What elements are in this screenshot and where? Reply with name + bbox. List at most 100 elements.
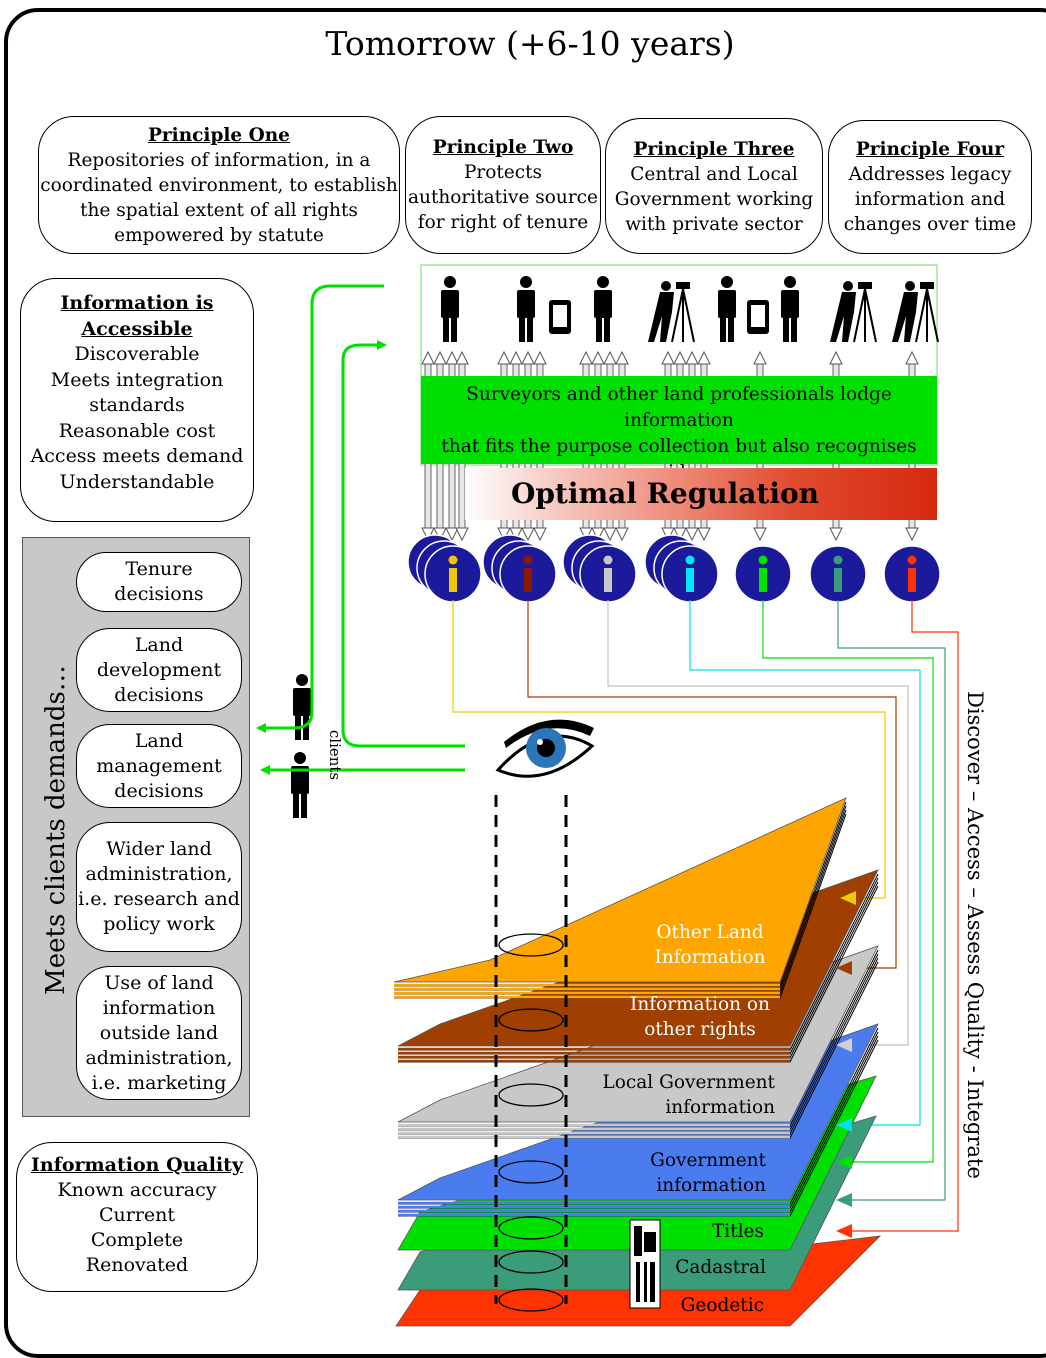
demand-line: policy work [103,913,215,935]
demand-line: Use of land [104,971,214,994]
optimal-regulation-label: Optimal Regulation [510,477,820,510]
professional-figure [594,276,612,342]
info-icon [883,545,941,603]
demand-line: Wider land [106,838,212,860]
professional-figure [718,276,736,342]
lodgement-line: Surveyors and other land professionals l… [466,384,892,431]
quality-heading: Information Quality [31,1154,243,1176]
layer-label-line: Local Government [602,1072,775,1093]
mobile-device-icon [747,300,769,334]
demand-line: development [96,658,222,681]
accessible-item: Access meets demand [30,445,244,467]
accessible-item: Understandable [59,470,215,493]
layer-arrowheads [836,891,856,1238]
accessible-heading: Accessible [81,317,193,340]
layer-label-line: other rights [644,1019,756,1040]
diagram-title: Tomorrow (+6-10 years) [325,24,735,63]
layer-label-line: Information on [630,994,770,1015]
professional-figure [781,276,799,342]
principle-two-line: authoritative source [408,187,598,208]
principle-one-line: the spatial extent of all rights [80,200,358,221]
demand-wider-land-admin: Wider land administration, i.e. research… [76,822,242,952]
info-icon [734,545,792,603]
layer-label-other-rights: Information on other rights [620,992,780,1042]
optimal-regulation-bar: Optimal Regulation [465,468,937,520]
demand-line: outside land [99,1021,219,1044]
accessible-heading: Information is [60,292,214,314]
principle-four-heading: Principle Four [855,139,1005,160]
layer-label-line: Geodetic [680,1295,764,1316]
accessible-box: Information is Accessible Discoverable M… [20,278,254,522]
layer-label-line: Cadastral [675,1257,766,1278]
principle-four-line: information and [854,189,1006,210]
layer-label-line: information [656,1175,766,1196]
quality-item: Complete [90,1229,184,1251]
document-scan-icon [629,1219,661,1309]
demand-line: information [102,996,216,1019]
principle-one-line: coordinated environment, to establish [40,175,398,196]
accessible-item: Reasonable cost [58,419,216,442]
demand-line: administration, [85,863,233,885]
layer-label-titles: Titles [700,1219,764,1244]
layer-label-cadastral: Cadastral [670,1255,766,1280]
connector-lines [452,600,959,1232]
accessible-item: standards [89,394,185,416]
eye-icon [495,719,595,778]
principle-one-heading: Principle One [148,125,290,146]
layer-label-line: Government [650,1150,766,1171]
info-icon [644,534,719,603]
demand-land-development: Land development decisions [76,628,242,712]
info-icon [809,545,867,603]
info-icon [407,534,482,603]
quality-item: Known accuracy [57,1179,217,1201]
discover-access-label: Discover – Access – Assess Quality - Int… [963,691,987,1179]
principle-three-line: Government working [614,189,814,210]
surveyor-figure [829,280,877,343]
accessible-item: Discoverable [74,343,200,365]
principle-two-line: for right of tenure [417,212,589,233]
layer-label-geodetic: Geodetic [670,1293,764,1318]
principle-two-box: Principle Two Protects authoritative sou… [405,116,601,254]
demand-line: Land [134,729,184,752]
demand-line: Tenure [125,558,193,580]
principle-one-line: empowered by statute [114,225,324,246]
principle-two-line: Protects [463,162,543,183]
surveyor-figure [647,280,695,343]
principle-two-heading: Principle Two [432,137,574,158]
principle-four-box: Principle Four Addresses legacy informat… [828,120,1032,254]
mobile-device-icon [549,300,571,334]
professional-figure [517,276,535,342]
info-icon [482,534,557,603]
layer-label-other-land: Other Land Information [640,920,780,970]
quality-item: Current [98,1204,176,1226]
layer-other-land [393,797,847,999]
demand-land-management: Land management decisions [76,724,242,808]
surveyor-figure [891,280,939,343]
information-cylinder [494,795,568,1312]
accessible-item: Meets integration [50,368,224,391]
demand-line: i.e. marketing [91,1071,227,1094]
layer-label-line: Titles [711,1221,764,1242]
info-icons [407,534,941,603]
demand-line: decisions [114,683,204,706]
clients-label: clients [326,729,344,781]
demand-line: Land [134,633,184,656]
demand-line: decisions [114,583,204,605]
client-figure [291,752,309,818]
layer-label-line: Other Land [656,922,764,943]
professional-figure [441,276,459,342]
lodgement-band: Surveyors and other land professionals l… [421,376,937,509]
principle-three-heading: Principle Three [633,139,795,160]
demand-tenure: Tenure decisions [76,552,242,612]
demand-line: decisions [114,779,204,802]
principle-one-line: Repositories of information, in a [67,150,371,171]
demand-line: management [96,754,222,777]
principle-four-line: changes over time [843,214,1017,235]
layer-label-line: Information [654,947,766,968]
demand-use-outside: Use of land information outside land adm… [76,966,242,1100]
principle-one-box: Principle One Repositories of informatio… [38,116,400,254]
principle-three-line: with private sector [625,214,803,235]
demand-line: administration, [85,1046,233,1069]
layer-label-local-government: Local Government information [595,1070,775,1120]
